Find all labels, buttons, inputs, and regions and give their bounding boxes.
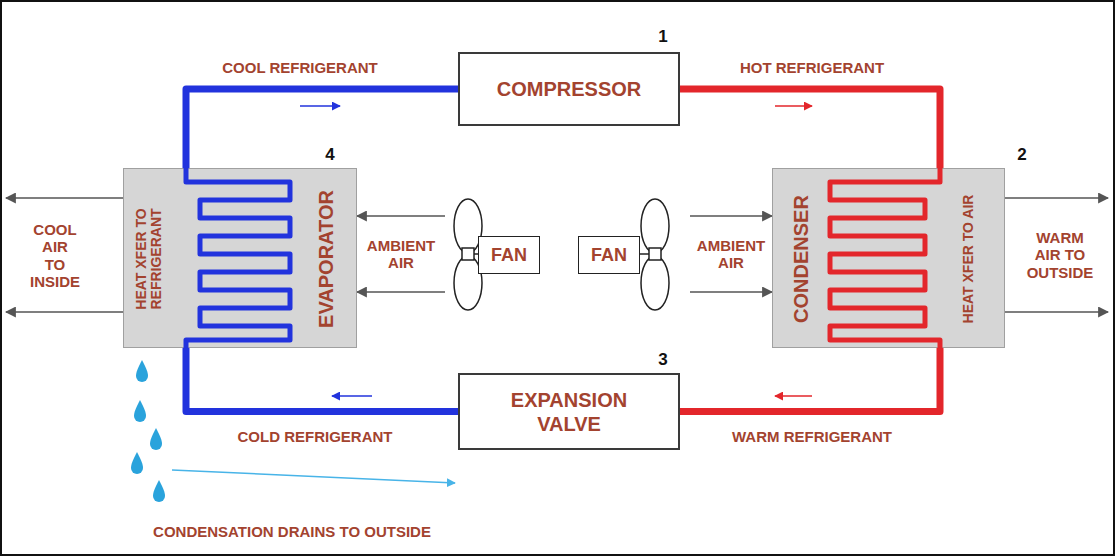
box-label: EXPANSION VALVE — [511, 388, 627, 436]
drain-arrow — [172, 470, 455, 483]
refrigerant-pipe — [186, 348, 458, 412]
vertical-label: CONDENSER — [790, 179, 812, 339]
fan-blade — [641, 199, 669, 253]
air-flow-arrow-line — [357, 215, 445, 217]
fan: FAN — [445, 196, 542, 312]
box-label: COMPRESSOR — [497, 77, 641, 101]
air-out-arrow — [1005, 197, 1108, 199]
air-out-arrow — [6, 311, 123, 313]
fan-hub — [462, 248, 474, 260]
callout-number: 1 — [658, 27, 667, 47]
vertical-label: HEAT XFER TO REFRIGERANT — [134, 179, 165, 339]
evaporator-coil — [186, 168, 290, 348]
water-drop — [134, 400, 146, 422]
edge-label: COOL REFRIGERANT — [222, 59, 378, 76]
refrigerant-pipe — [186, 89, 458, 168]
edge-label: WARM REFRIGERANT — [732, 428, 892, 445]
vertical-label: HEAT XFER TO AIR — [961, 179, 976, 339]
fan-blade — [641, 256, 669, 310]
refrigerant-pipe-line — [186, 89, 458, 168]
condenser-coil — [830, 168, 940, 348]
expansion-valve-box: EXPANSION VALVE — [458, 373, 680, 450]
fan-hub — [649, 248, 661, 260]
fan: FAN — [576, 196, 690, 312]
flow-arrow — [300, 105, 340, 107]
air-flow-arrow — [690, 216, 772, 292]
refrigerant-pipe-line — [680, 348, 940, 412]
water-drop — [131, 452, 143, 474]
vertical-label: EVAPORATOR — [315, 179, 337, 339]
flow-arrow — [332, 395, 372, 397]
air-flow-arrow — [357, 216, 445, 292]
flow-arrow — [775, 395, 812, 397]
fan-shaft — [640, 253, 649, 255]
edge-label: AMBIENT AIR — [697, 237, 765, 272]
note-label: CONDENSATION DRAINS TO OUTSIDE — [153, 523, 431, 540]
fan-label: FAN — [578, 236, 640, 274]
evaporator-unit: HEAT XFER TO REFRIGERANT EVAPORATOR — [123, 168, 357, 348]
water-drop — [153, 480, 165, 502]
edge-label: COLD REFRIGERANT — [238, 428, 393, 445]
edge-label: AMBIENT AIR — [367, 237, 435, 272]
fan-blade — [454, 256, 482, 310]
air-out-arrow — [6, 197, 123, 199]
refrigerant-pipe-line — [680, 89, 940, 168]
compressor-box: COMPRESSOR — [458, 52, 680, 126]
edge-label: HOT REFRIGERANT — [740, 59, 884, 76]
air-flow-arrow-line — [690, 215, 772, 217]
fan-label: FAN — [478, 236, 540, 274]
water-drop — [136, 360, 148, 382]
air-flow-arrow-line — [357, 291, 445, 293]
water-drop — [150, 428, 162, 450]
callout-number: 2 — [1017, 145, 1026, 165]
refrigerant-pipe — [680, 348, 940, 412]
refrigerant-pipe — [680, 89, 940, 168]
air-out-arrow — [1005, 311, 1108, 313]
flow-arrow — [775, 105, 812, 107]
callout-number: 4 — [325, 145, 334, 165]
fan-blade — [454, 199, 482, 253]
refrigerant-pipe-line — [186, 348, 458, 412]
air-flow-arrow-line — [690, 291, 772, 293]
air-label: COOL AIR TO INSIDE — [30, 221, 80, 290]
callout-number: 3 — [658, 350, 667, 370]
condenser-unit: CONDENSER HEAT XFER TO AIR — [772, 168, 1005, 348]
fan-shaft — [474, 253, 478, 255]
air-label: WARM AIR TO OUTSIDE — [1027, 229, 1094, 281]
